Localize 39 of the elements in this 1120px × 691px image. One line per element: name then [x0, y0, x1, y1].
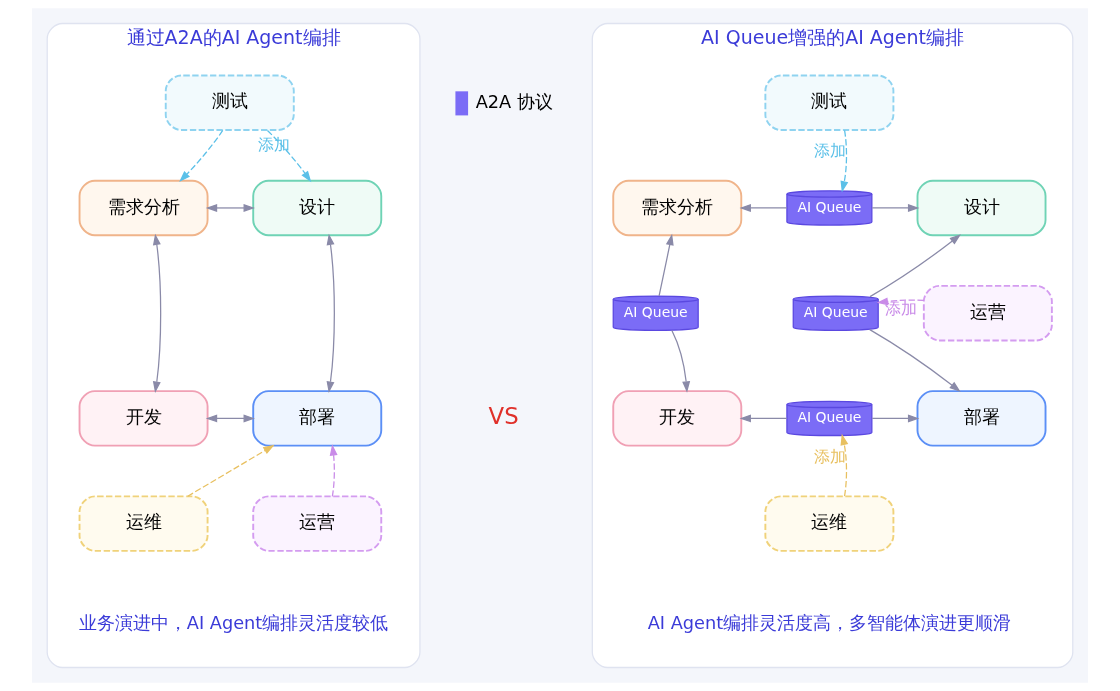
- node-box: 开发: [612, 390, 743, 447]
- edge-label: 添加: [813, 140, 846, 160]
- arrow: [871, 414, 920, 423]
- label: VS: [488, 402, 519, 429]
- arrow: [326, 233, 335, 393]
- node-box: 测试: [164, 74, 295, 131]
- node-box: 运营: [252, 495, 383, 552]
- arrow: [869, 328, 961, 392]
- edge-label: 添加: [257, 135, 290, 155]
- arrow: [739, 203, 788, 212]
- arrow: [187, 444, 275, 497]
- arrow: [840, 129, 849, 193]
- arrow: [876, 297, 925, 306]
- arrow: [658, 233, 674, 297]
- node-box: 部署: [252, 390, 383, 447]
- arrow: [671, 329, 691, 393]
- node-box: 部署: [916, 390, 1047, 447]
- arrow: [179, 129, 224, 183]
- node-box: 运营: [922, 284, 1053, 342]
- node-box: 运维: [78, 495, 209, 552]
- arrow: [152, 233, 162, 393]
- edge-label: 添加: [813, 446, 846, 466]
- node-box: 需求分析: [612, 179, 743, 237]
- arrow: [871, 203, 920, 212]
- node-box: 需求分析: [78, 179, 209, 237]
- arrow: [329, 444, 338, 497]
- node-box: 设计: [252, 179, 383, 237]
- legend-label: A2A 协议: [475, 92, 553, 113]
- node-box: 测试: [764, 74, 895, 131]
- arrow: [869, 234, 961, 298]
- node-box: 运维: [764, 495, 895, 552]
- node-box: 开发: [78, 390, 209, 447]
- arrow: [266, 129, 312, 183]
- edge-label: 添加: [885, 298, 918, 318]
- arrow: [840, 433, 849, 497]
- arrow: [205, 414, 255, 423]
- arrow: [205, 203, 255, 212]
- node-box: 设计: [916, 179, 1047, 237]
- arrow: [739, 414, 788, 423]
